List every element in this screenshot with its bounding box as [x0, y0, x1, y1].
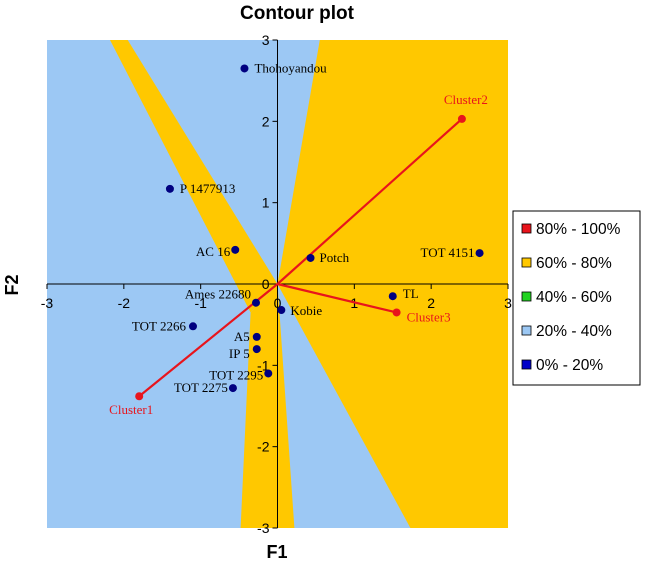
data-point	[252, 345, 261, 354]
y-tick-label: 0	[262, 276, 270, 292]
point-label: TOT 4151	[421, 245, 475, 260]
cluster-label: Cluster3	[407, 309, 451, 324]
x-axis-title: F1	[266, 542, 287, 562]
cluster-point	[457, 114, 466, 123]
y-tick-label: 2	[262, 113, 270, 129]
point-label: TL	[403, 286, 419, 301]
legend-swatch	[521, 325, 532, 336]
data-point	[188, 322, 197, 331]
legend-label: 80% - 100%	[536, 221, 621, 238]
legend-swatch	[521, 223, 532, 234]
point-label: Thohoyandou	[254, 60, 327, 75]
cluster-label: Cluster2	[444, 92, 488, 107]
y-tick-label: 3	[262, 32, 270, 48]
y-tick-label: 1	[262, 195, 270, 211]
point-label: TOT 2275	[174, 380, 228, 395]
point-labels: Thohoyandou P 1477913 AC 16 Potch TOT 4151Am…	[109, 60, 488, 417]
point-label: Kobie	[290, 303, 322, 318]
data-point	[306, 253, 315, 262]
y-axis-title: F2	[2, 274, 22, 295]
point-label: TOT 2295	[209, 367, 263, 382]
point-label: P 1477913	[180, 181, 236, 196]
point-label: A5	[234, 329, 250, 344]
data-point	[251, 298, 260, 307]
legend-swatch	[521, 291, 532, 302]
data-point	[388, 292, 397, 301]
data-point	[240, 64, 249, 73]
cluster-point	[135, 392, 144, 401]
legend: 80% - 100% 60% - 80% 40% - 60% 20% - 40% 0% …	[512, 210, 641, 386]
data-point	[228, 384, 237, 393]
point-label: IP 5	[229, 346, 250, 361]
data-point	[277, 306, 286, 315]
y-tick-label: -3	[257, 520, 270, 536]
contour-region-2	[110, 40, 278, 313]
x-tick-label: 0	[274, 295, 282, 311]
data-point	[231, 245, 240, 254]
legend-swatch	[521, 257, 532, 268]
cluster-line	[277, 282, 397, 314]
legend-box	[512, 210, 641, 386]
contour-region-4	[240, 284, 295, 528]
data-point	[252, 332, 261, 341]
legend-label: 0% - 20%	[536, 357, 603, 374]
legend-swatch	[521, 359, 532, 370]
data-point	[264, 369, 273, 378]
data-point	[165, 184, 174, 193]
data-points	[135, 64, 484, 401]
point-label: TOT 2266	[132, 318, 187, 333]
cluster-point	[392, 308, 401, 317]
x-tick-label: 3	[504, 295, 512, 311]
x-tick-label: -2	[118, 295, 131, 311]
point-label: AC 16	[196, 244, 231, 259]
legend-label: 60% - 80%	[536, 255, 612, 272]
legend-label: 40% - 60%	[536, 289, 612, 306]
point-label: Potch	[320, 250, 350, 265]
y-tick-label: -1	[257, 357, 270, 373]
x-tick-label: -3	[41, 295, 54, 311]
x-tick-label: 2	[427, 295, 435, 311]
legend-label: 20% - 40%	[536, 323, 612, 340]
y-tick-label: -2	[257, 439, 270, 455]
point-label: Ames 22680	[185, 287, 251, 302]
cluster-label: Cluster1	[109, 402, 153, 417]
x-tick-label: -1	[194, 295, 207, 311]
chart-title: Contour plot	[240, 3, 355, 24]
data-point	[475, 249, 484, 258]
